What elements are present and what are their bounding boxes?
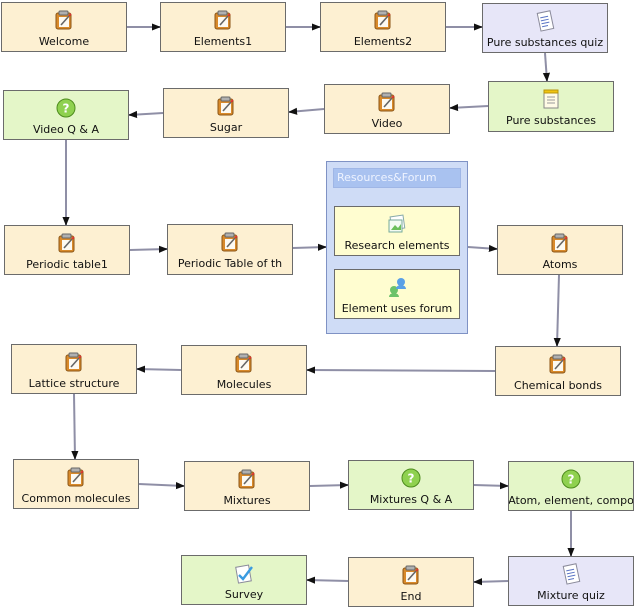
page-icon: [217, 96, 234, 116]
node-label: Periodic Table of th: [177, 257, 283, 270]
quiz-icon: [536, 10, 555, 32]
node-label: Mixture quiz: [537, 589, 605, 602]
node-lattice-structure[interactable]: Lattice structure: [11, 344, 137, 394]
node-label: Elements2: [353, 35, 413, 48]
edge-pure-substances-to-video: [449, 103, 489, 112]
node-label: Research elements: [344, 239, 450, 252]
page-icon: [374, 10, 391, 30]
group-title: Resources&Forum: [333, 168, 461, 188]
page-icon: [58, 233, 75, 253]
node-label: Lattice structure: [28, 377, 120, 390]
page-icon: [402, 565, 419, 585]
node-research-elements[interactable]: Research elements: [334, 206, 460, 256]
svg-text:?: ?: [408, 472, 415, 486]
question-icon: ?: [401, 468, 421, 488]
node-label: Welcome: [38, 35, 90, 48]
node-label: Mixtures Q & A: [369, 493, 453, 506]
node-label: Survey: [224, 588, 264, 601]
edge-periodic-table-of-th-to-resources-forum: [292, 243, 327, 251]
edge-end-to-survey: [306, 576, 349, 584]
node-elements2[interactable]: Elements2: [320, 2, 446, 52]
node-video-qa[interactable]: ? Video Q & A: [3, 90, 129, 140]
node-mixtures-qa[interactable]: ? Mixtures Q & A: [348, 460, 474, 510]
node-atom-element-compo[interactable]: ? Atom, element, compo: [508, 461, 634, 511]
node-label: Atoms: [542, 258, 578, 271]
node-sugar[interactable]: Sugar: [163, 88, 289, 138]
node-label: Elements1: [193, 35, 253, 48]
node-label: Sugar: [209, 121, 243, 134]
edge-mixture-quiz-to-end: [473, 578, 509, 586]
node-common-molecules[interactable]: Common molecules: [13, 459, 139, 509]
node-label: Molecules: [216, 378, 272, 391]
edge-molecules-to-lattice-structure: [136, 365, 182, 373]
page-icon: [67, 467, 84, 487]
edge-lattice-structure-to-common-molecules: [71, 393, 79, 460]
page-icon: [235, 353, 252, 373]
node-end[interactable]: End: [348, 557, 474, 607]
notepad-icon: [543, 89, 559, 109]
node-label: Pure substances quiz: [486, 36, 604, 49]
edge-atoms-to-chemical-bonds: [553, 274, 561, 347]
node-elements1[interactable]: Elements1: [160, 2, 286, 52]
node-element-uses-forum[interactable]: Element uses forum: [334, 269, 460, 319]
survey-icon: [235, 564, 253, 584]
node-welcome[interactable]: Welcome: [1, 2, 127, 52]
node-label: Mixtures: [223, 494, 271, 507]
question-icon: ?: [56, 98, 76, 118]
edge-pure-substances-quiz-to-pure-substances: [542, 52, 551, 82]
edge-common-molecules-to-mixtures: [138, 482, 185, 490]
edge-mixtures-to-mixtures-qa: [309, 481, 349, 489]
node-mixture-quiz[interactable]: Mixture quiz: [508, 556, 634, 606]
edge-video-to-sugar: [288, 107, 325, 115]
question-icon: ?: [561, 469, 581, 489]
edge-resources-forum-to-atoms: [467, 244, 498, 253]
page-icon: [551, 233, 568, 253]
node-mixtures[interactable]: Mixtures: [184, 461, 310, 511]
node-label: Pure substances: [506, 114, 596, 127]
page-icon: [221, 232, 238, 252]
edge-mixtures-qa-to-atom-element-compo: [473, 482, 509, 490]
edge-periodic-table1-to-periodic-table-of-th: [129, 245, 168, 253]
page-icon: [549, 354, 566, 374]
page-icon: [238, 469, 255, 489]
forum-icon: [389, 278, 406, 297]
node-label: Atom, element, compo: [508, 494, 634, 507]
node-label: Common molecules: [21, 492, 131, 505]
node-survey[interactable]: Survey: [181, 555, 307, 605]
svg-text:?: ?: [63, 102, 70, 116]
image-icon: [388, 214, 406, 233]
page-icon: [214, 10, 231, 30]
node-label: Chemical bonds: [514, 379, 602, 392]
node-molecules[interactable]: Molecules: [181, 345, 307, 395]
edge-sugar-to-video-qa: [128, 110, 164, 119]
page-icon: [378, 92, 395, 112]
node-periodic-table1[interactable]: Periodic table1: [4, 225, 130, 275]
node-label: Video Q & A: [32, 123, 100, 136]
node-video[interactable]: Video: [324, 84, 450, 134]
node-atoms[interactable]: Atoms: [497, 225, 623, 275]
quiz-icon: [562, 563, 581, 585]
page-icon: [55, 10, 72, 30]
node-chemical-bonds[interactable]: Chemical bonds: [495, 346, 621, 396]
node-periodic-table-of-th[interactable]: Periodic Table of th: [167, 224, 293, 275]
node-pure-substances-quiz[interactable]: Pure substances quiz: [482, 3, 608, 53]
node-label: End: [400, 590, 422, 603]
node-pure-substances[interactable]: Pure substances: [488, 81, 614, 132]
svg-text:?: ?: [568, 473, 575, 487]
node-label: Element uses forum: [341, 302, 453, 315]
node-label: Video: [371, 117, 403, 130]
node-label: Periodic table1: [26, 258, 108, 271]
edge-chemical-bonds-to-molecules: [306, 366, 496, 374]
page-icon: [65, 352, 82, 372]
